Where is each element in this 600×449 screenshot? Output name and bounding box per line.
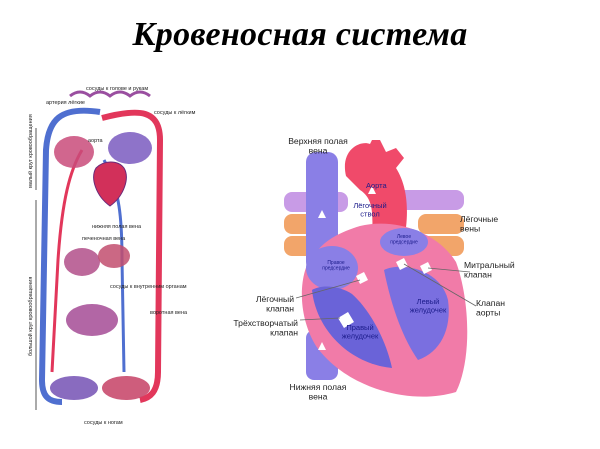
lung-right [108, 132, 152, 164]
aortic-valve [396, 258, 408, 270]
label-legs: сосуды к ногам [84, 420, 123, 426]
arrow-up-aorta [368, 186, 376, 194]
leader-tricuspid [299, 317, 341, 321]
organ-capillary-1 [64, 248, 100, 276]
label-lungs-vessels: сосуды к лёгким [154, 110, 196, 116]
left-atrium [380, 228, 428, 256]
small-heart [93, 161, 127, 207]
leader-mitral [427, 267, 471, 273]
label-hepatic-vein: печеночная вена [82, 236, 126, 242]
page-title: Кровеносная система [132, 16, 468, 53]
mitral-valve [420, 262, 432, 274]
leader-aortic [403, 263, 477, 307]
arrow-up-ivc [318, 342, 326, 350]
label-portal-vein: воротная вена [150, 310, 188, 316]
label-aorta: Аорта [366, 181, 388, 190]
label-big-circle: большой круг кровообращения [27, 277, 34, 356]
organ-capillary-3 [66, 304, 118, 336]
organ-capillary-2 [98, 244, 130, 268]
pulmonary-valve [356, 272, 368, 284]
label-top-head: сосуды к голове и рукам [86, 86, 148, 92]
capillary-head [69, 90, 151, 98]
lung-left [54, 136, 94, 168]
legs-capillary-right [102, 376, 150, 400]
label-aorta-small: аорта [88, 138, 104, 144]
legs-capillary-left [50, 376, 98, 400]
right-ventricle [312, 286, 392, 368]
label-small-circle: малый круг кровообращения [27, 114, 34, 188]
left-ventricle [384, 266, 449, 360]
tricuspid-valve [338, 312, 354, 328]
aorta-arch [344, 140, 407, 246]
venous-main-loop [38, 107, 101, 405]
arrow-up-svc [318, 210, 326, 218]
right-atrium [306, 246, 358, 290]
label-organs-vessels: сосуды к внутренним органам [110, 284, 187, 290]
leader-pulm-valve [295, 279, 361, 299]
label-lungs-artery: артерия лёгкие [46, 100, 85, 106]
arterial-main-loop [101, 109, 164, 403]
label-vena-cava-inferior: нижняя полая вена [92, 224, 142, 230]
pulmonary-vein-right-1 [418, 214, 464, 234]
